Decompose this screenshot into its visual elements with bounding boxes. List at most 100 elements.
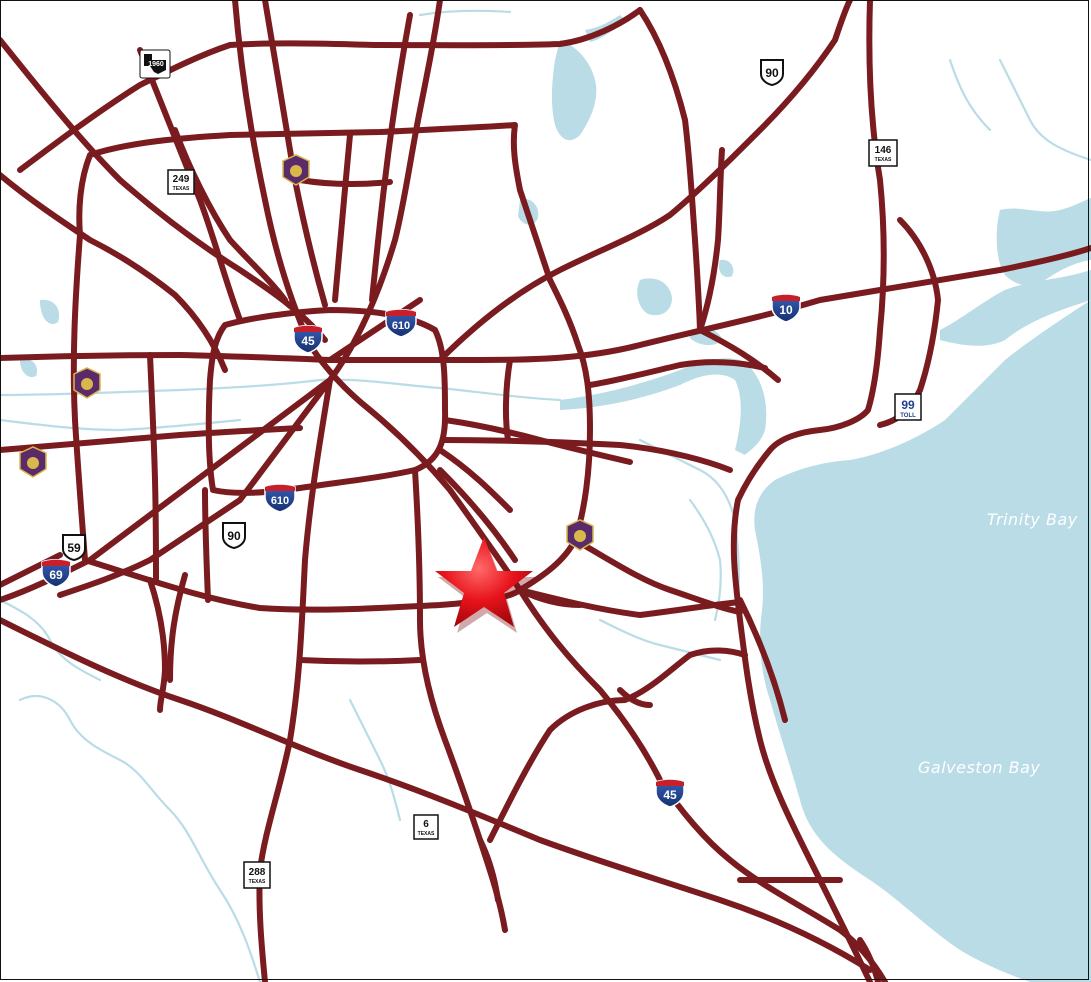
interstate-shield-number: 69 (49, 568, 63, 582)
hardy-toll-shield[interactable] (282, 154, 310, 186)
i45-shield-north[interactable]: 45 (293, 325, 323, 354)
road-almeda (297, 657, 423, 665)
state-shield-bg (243, 861, 271, 889)
texas-outline-icon (144, 54, 166, 74)
i10-shield[interactable]: 10 (771, 294, 801, 323)
state-shield-number: 288 (249, 867, 266, 878)
state-shield-number: 146 (875, 145, 892, 156)
beltway-toll-shield[interactable] (566, 519, 594, 551)
ship-channel (560, 358, 767, 455)
sh288-shield[interactable]: 288 TEXAS (243, 861, 271, 889)
us90-shield-north[interactable]: 90 (760, 59, 784, 87)
road-ellington (617, 687, 653, 708)
road-fm1960 (17, 7, 643, 173)
interstate-shield-top (386, 309, 416, 316)
us-shield-number: 90 (227, 529, 241, 543)
location-star-marker[interactable] (435, 537, 536, 633)
toll-emblem-icon (81, 378, 93, 390)
road-genoa (477, 837, 501, 903)
road-beechnut (147, 577, 168, 713)
road-south-inner (437, 467, 518, 563)
road-ne-branch (637, 7, 703, 333)
us-shield-bg (222, 522, 246, 550)
westpark-toll-shield-2[interactable] (19, 446, 47, 478)
state-shield-number: 249 (173, 174, 190, 185)
us59-shield[interactable]: 59 (62, 534, 86, 562)
toll-shield-number: 99 (901, 398, 915, 412)
road-sh146-lower (737, 597, 788, 723)
water-layer (20, 15, 1091, 982)
state-shield-state: TEXAS (875, 157, 892, 163)
toll-emblem-icon (574, 530, 586, 542)
state-shield-number: 6 (423, 819, 429, 830)
i45-shield-south[interactable]: 45 (655, 779, 685, 808)
sh6-shield[interactable]: 6 TEXAS (413, 814, 439, 840)
lake-houston (551, 40, 597, 141)
i610-shield-south[interactable]: 610 (264, 484, 296, 513)
westpark-toll-shield[interactable] (73, 367, 101, 399)
sh99-toll-shield[interactable]: 99 TOLL (894, 393, 922, 421)
road-nasa (487, 647, 748, 843)
star-icon (435, 537, 533, 627)
i69-shield[interactable]: 69 (41, 559, 71, 588)
us-shield-number: 59 (67, 541, 81, 555)
road-sh3 (437, 447, 513, 513)
lake-pond-1 (718, 259, 734, 278)
road-west-inner (147, 352, 159, 583)
shield-layer: 1960 249 TEXAS 45 610 90 (19, 49, 922, 889)
road-eastex (327, 297, 423, 363)
state-shield-bg (868, 139, 898, 167)
interstate-shield-number: 610 (271, 495, 289, 507)
fm-shield-number: 1960 (148, 61, 164, 68)
road-beltway-east (697, 327, 781, 383)
toll-shield-label: TOLL (900, 413, 916, 419)
interstate-shield-number: 45 (301, 334, 315, 348)
i610-shield-north[interactable]: 610 (385, 309, 417, 338)
road-westheimer (0, 425, 303, 453)
road-airline (369, 12, 413, 303)
interstate-shield-top (294, 325, 322, 332)
road-fm1092 (167, 572, 188, 683)
galveston-bay (754, 300, 1091, 982)
sh249-shield[interactable]: 249 TEXAS (167, 169, 195, 195)
road-clay (0, 552, 63, 588)
state-shield-bg (167, 169, 195, 195)
interstate-shield-number: 10 (779, 303, 793, 317)
road-wallisville (587, 359, 768, 388)
state-shield-state: TEXAS (418, 831, 435, 837)
sheldon-lake (637, 278, 672, 316)
interstate-shield-top (265, 484, 295, 491)
road-grand-pkwy-w (0, 172, 228, 373)
interstate-shield-top (42, 559, 70, 566)
state-shield-state: TEXAS (249, 879, 266, 885)
trinity-bay-label: Trinity Bay (987, 510, 1078, 529)
road-sh288 (256, 377, 333, 982)
road-north-mid (332, 132, 353, 303)
lower-bay-shore (1047, 900, 1091, 982)
toll-emblem-icon (290, 165, 302, 177)
road-sh6 (0, 617, 873, 973)
road-ship-east (502, 357, 513, 443)
us-shield-bg (62, 534, 86, 562)
barker-reservoir (20, 359, 38, 378)
us90-shield-south[interactable]: 90 (222, 522, 246, 550)
dickinson-bayou (838, 829, 885, 859)
river-layer (0, 9, 1091, 982)
road-pasadena (442, 417, 633, 465)
fm1960-shield[interactable]: 1960 (139, 49, 171, 79)
state-shield-state: TEXAS (173, 186, 190, 192)
bay-inlet-north (940, 270, 1091, 346)
road-tomball (172, 127, 288, 303)
road-red-bluff (572, 537, 743, 615)
interstate-shield-top (772, 294, 800, 301)
clear-lake (867, 778, 905, 812)
road-us59-ne (327, 0, 443, 383)
toll-emblem-icon (27, 457, 39, 469)
sh146-shield[interactable]: 146 TEXAS (868, 139, 898, 167)
road-us290 (0, 37, 328, 343)
galveston-bay-label: Galveston Bay (918, 758, 1040, 777)
road-sw-inner (202, 487, 211, 603)
interstate-shield-number: 610 (392, 320, 410, 332)
toll-shield-bg (894, 393, 922, 421)
